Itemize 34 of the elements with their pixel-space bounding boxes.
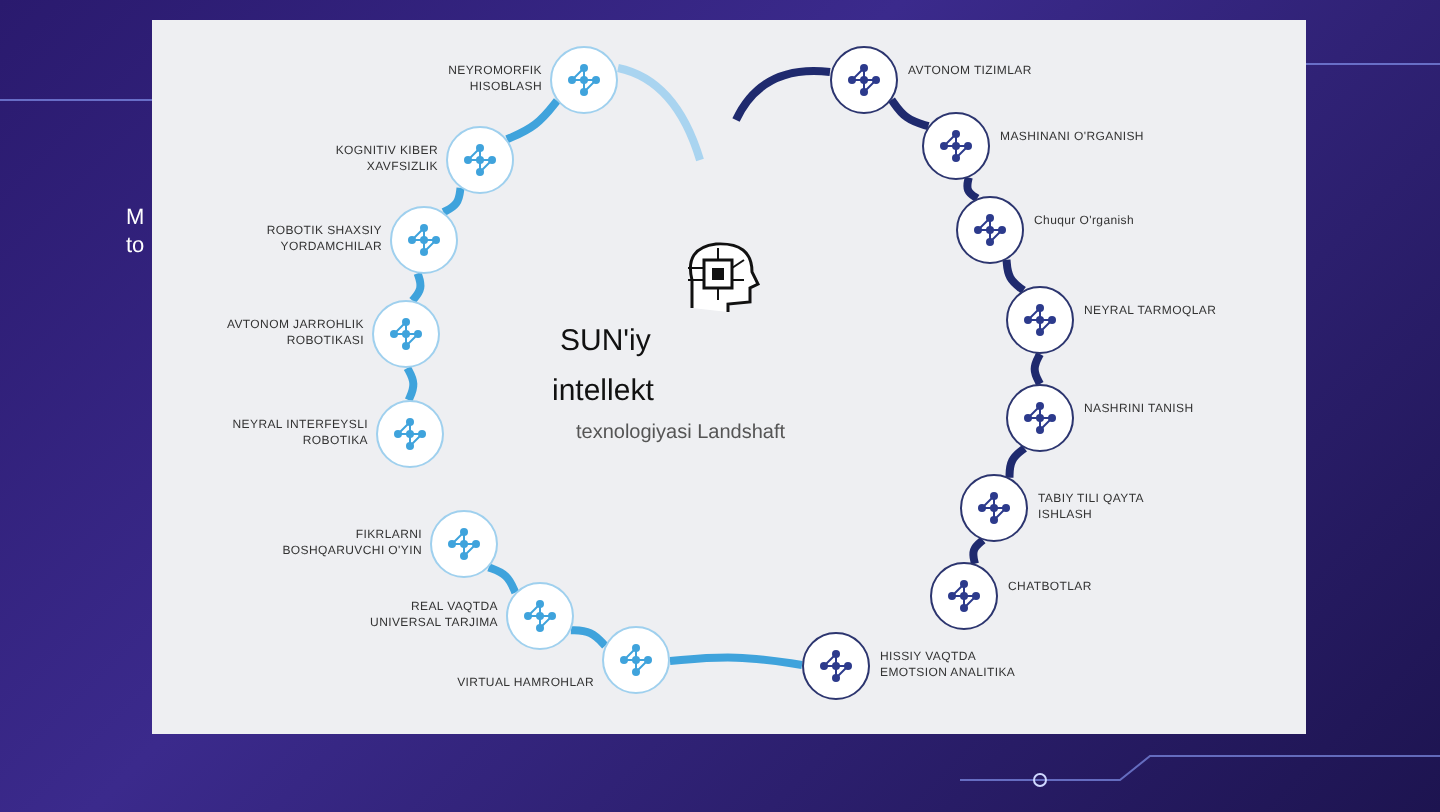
icon-circle: [602, 626, 670, 694]
icon-circle: [550, 46, 618, 114]
track-line: [505, 98, 561, 143]
track-line: [888, 97, 930, 131]
track-line: [963, 175, 980, 202]
icon-circle: [930, 562, 998, 630]
icon-circle: [430, 510, 498, 578]
icon-circle: [446, 126, 514, 194]
center-title: intellekt: [552, 374, 654, 408]
track-line: [1005, 445, 1027, 479]
track-line: [570, 626, 609, 649]
track-line: [1002, 258, 1026, 294]
icon-circle: [372, 300, 440, 368]
icon-circle: [390, 206, 458, 274]
icon-circle: [376, 400, 444, 468]
center-title: SUN'iy: [560, 324, 651, 358]
icon-circle: [956, 196, 1024, 264]
icon-circle: [960, 474, 1028, 542]
track-line: [969, 537, 986, 566]
track-line: [441, 186, 465, 216]
slide-text: M: [126, 206, 145, 230]
icon-circle: [802, 632, 870, 700]
track-line: [403, 366, 418, 402]
track-line: [669, 653, 803, 669]
icon-circle: [1006, 384, 1074, 452]
track-line: [1030, 352, 1044, 386]
center-subtitle: texnologiyasi Landshaft: [576, 422, 786, 444]
icon-circle: [1006, 286, 1074, 354]
slide-text: to: [126, 234, 145, 258]
track-line: [409, 271, 425, 304]
icon-circle: [922, 112, 990, 180]
icon-circle: [830, 46, 898, 114]
track-line: [487, 563, 519, 595]
icon-circle: [506, 582, 574, 650]
